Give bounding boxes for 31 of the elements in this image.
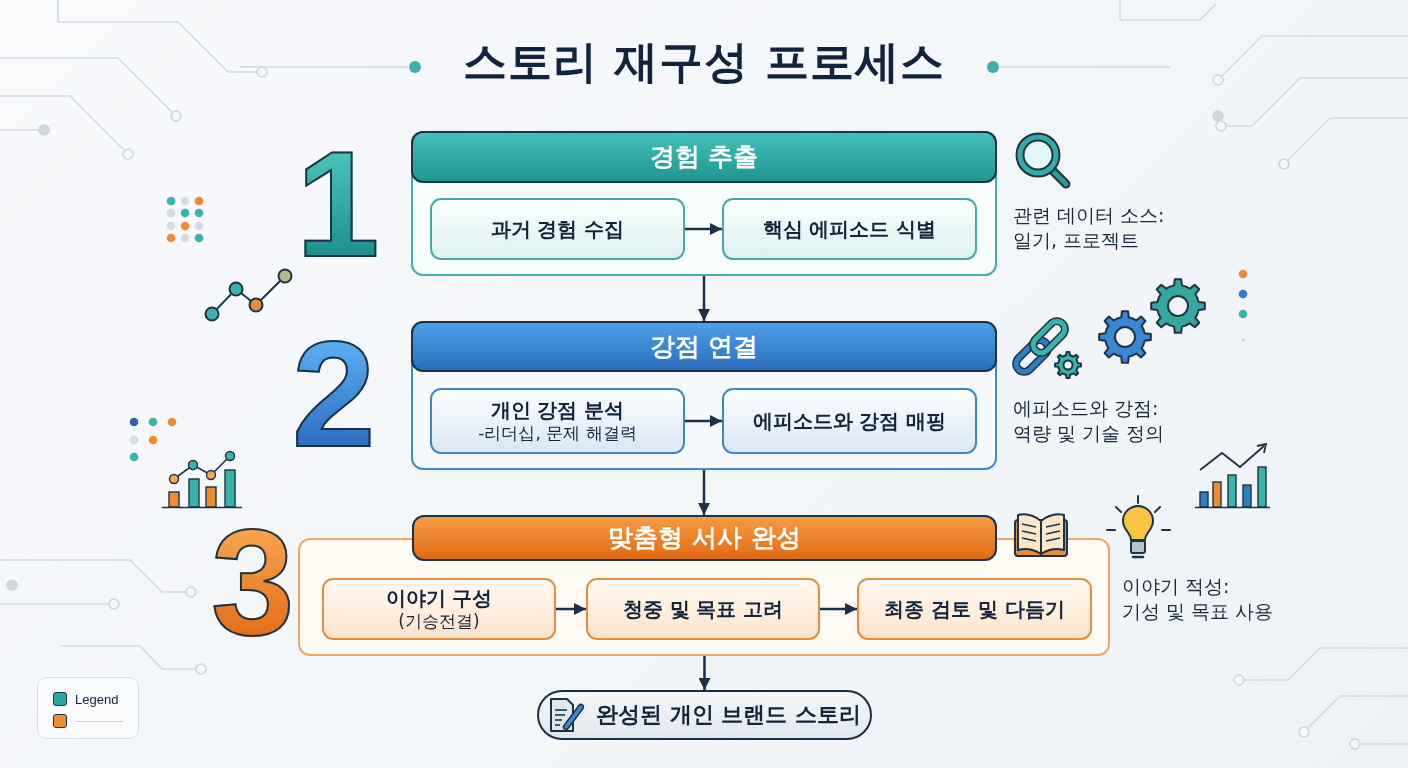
side-note: 에피소드와 강점: 역량 및 기술 정의 bbox=[1013, 396, 1166, 447]
box-subtitle: -리더십, 문제 해결력 bbox=[478, 422, 637, 445]
arrow bbox=[685, 223, 722, 235]
process-box: 에피소드와 강점 매핑 bbox=[722, 388, 977, 454]
header-band: 경험 추출 bbox=[411, 131, 997, 183]
arrow bbox=[685, 415, 722, 427]
header-band: 맞춤형 서사 완성 bbox=[412, 515, 997, 561]
stage-panel bbox=[298, 515, 1110, 656]
process-box: 과거 경험 수집 bbox=[430, 198, 685, 260]
arrow bbox=[556, 603, 586, 615]
stage-panel bbox=[411, 321, 997, 470]
box-title: 개인 강점 분석 bbox=[490, 397, 625, 423]
header-band: 강점 연결 bbox=[411, 321, 997, 372]
legend-text: Legend bbox=[75, 691, 119, 707]
side-note: 이야기 적성: 기성 및 목표 사용 bbox=[1122, 574, 1275, 625]
box-subtitle: (기승전결) bbox=[398, 610, 480, 633]
title: 스토리 재구성 프로세스 bbox=[462, 38, 946, 87]
process-box: 최종 검토 및 다듬기 bbox=[857, 578, 1092, 640]
process-box: 핵심 에피소드 식별 bbox=[722, 198, 977, 260]
process-box bbox=[430, 388, 685, 454]
arrow bbox=[820, 603, 857, 615]
arrow bbox=[698, 470, 710, 515]
result-text: 완성된 개인 브랜드 스토리 bbox=[596, 701, 861, 729]
arrow bbox=[698, 656, 711, 690]
process-box: 청중 및 목표 고려 bbox=[586, 578, 820, 640]
stage-panel bbox=[411, 131, 997, 276]
process-box bbox=[322, 578, 556, 640]
box-title: 이야기 구성 bbox=[385, 585, 493, 611]
side-note: 관련 데이터 소스: 일기, 프로젝트 bbox=[1013, 203, 1166, 254]
result-box bbox=[537, 690, 872, 740]
arrow bbox=[698, 276, 710, 321]
